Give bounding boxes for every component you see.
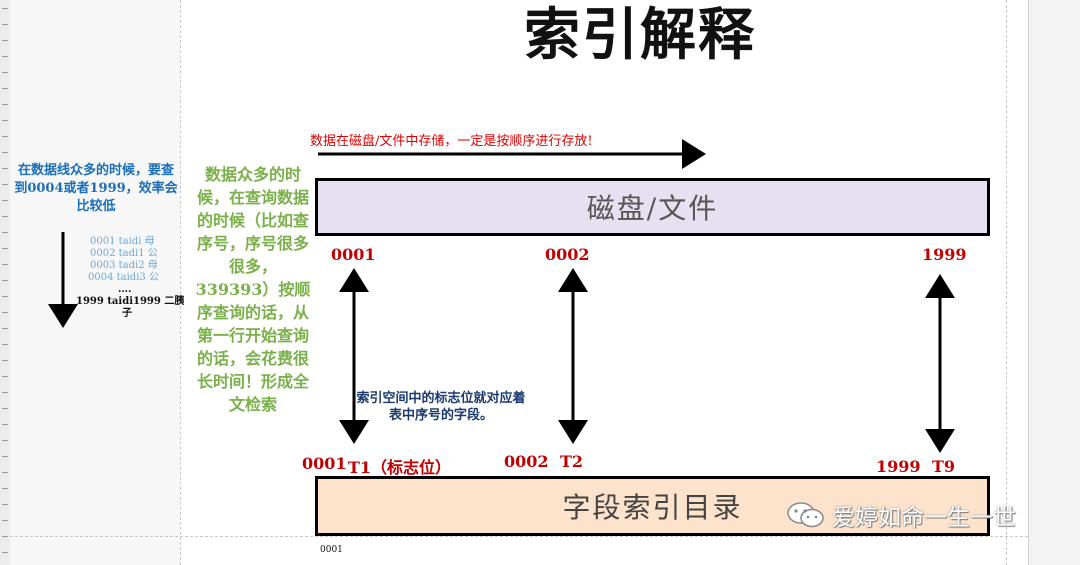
ruler-tick <box>2 520 8 521</box>
guide-line <box>180 0 181 565</box>
ruler-tick <box>2 56 8 57</box>
full-scan-explanation: 数据众多的时候，在查询数据的时候（比如查序号，序号很多很多，339393）按顺序… <box>195 165 311 414</box>
wechat-icon <box>787 502 824 528</box>
ruler-tick <box>2 344 8 345</box>
ruler-tick <box>2 120 8 121</box>
ruler-tick <box>2 24 8 25</box>
ruler-tick <box>2 168 8 169</box>
flag-label-t2: T2 <box>560 452 584 471</box>
ruler-tick <box>2 40 8 41</box>
storage-note: 数据在磁盘/文件中存储，一定是按顺序进行存放! <box>310 134 593 149</box>
ruler-tick <box>2 248 8 249</box>
side-panel <box>1028 0 1080 565</box>
flag-label-t9: T9 <box>932 457 956 476</box>
index-label-0001: 0001 <box>302 454 347 473</box>
wechat-watermark: 爱婷如命一生一世 <box>786 498 1016 532</box>
disk-label-0002: 0002 <box>545 245 590 264</box>
guide-line <box>10 536 1028 537</box>
ruler-tick <box>2 88 8 89</box>
list-item: 0003 tadi2 母 <box>90 260 158 271</box>
list-item: 0001 taidi 母 <box>90 236 155 247</box>
ruler-tick <box>2 264 8 265</box>
guide-line <box>1006 0 1007 565</box>
flag-label-t1: T1（标志位） <box>348 458 452 477</box>
disk-file-label: 磁盘/文件 <box>586 192 719 225</box>
ruler-tick <box>2 536 8 537</box>
ruler-tick <box>2 552 8 553</box>
ruler-tick <box>2 296 8 297</box>
small-label: 0001 <box>320 545 343 555</box>
flag-mapping-note: 索引空间中的标志位就对应着表中序号的字段。 <box>356 391 526 423</box>
efficiency-note: 在数据线众多的时候，要查到0004或者1999，效率会比较低 <box>14 163 178 214</box>
ruler-tick <box>2 472 8 473</box>
ruler-tick <box>2 440 8 441</box>
list-item: 1999 taidi1999 二胰 <box>76 296 185 307</box>
ruler-tick <box>2 328 8 329</box>
list-item: …. <box>118 284 132 295</box>
ruler-tick <box>2 424 8 425</box>
ruler-tick <box>2 280 8 281</box>
ruler-tick <box>2 72 8 73</box>
ruler-tick <box>2 392 8 393</box>
index-label-1999: 1999 <box>876 457 921 476</box>
ruler-tick <box>2 488 8 489</box>
ruler-tick <box>2 232 8 233</box>
list-item: 子 <box>122 308 132 319</box>
ruler-tick <box>2 184 8 185</box>
list-item: 0004 taidi3 公 <box>88 272 159 283</box>
field-index-box: 字段索引目录 <box>315 476 990 536</box>
diagram-title: 索引解释 <box>524 2 756 68</box>
disk-label-1999: 1999 <box>922 245 967 264</box>
ruler-tick <box>2 312 8 313</box>
ruler-tick <box>2 376 8 377</box>
canvas-margin <box>10 0 180 565</box>
disk-file-box: 磁盘/文件 <box>315 178 990 236</box>
ruler-tick <box>2 8 8 9</box>
index-label-0002: 0002 <box>504 452 549 471</box>
ruler-tick <box>2 104 8 105</box>
field-index-label: 字段索引目录 <box>562 491 743 524</box>
ruler-tick <box>2 456 8 457</box>
ruler-tick <box>2 216 8 217</box>
watermark-text: 爱婷如命一生一世 <box>832 505 1016 531</box>
list-item: 0002 tadi1 公 <box>90 248 158 259</box>
ruler-tick <box>2 152 8 153</box>
ruler-tick <box>2 360 8 361</box>
ruler-tick <box>2 200 8 201</box>
ruler-tick <box>2 408 8 409</box>
disk-label-0001: 0001 <box>331 245 376 264</box>
ruler-tick <box>2 504 8 505</box>
ruler-tick <box>2 136 8 137</box>
